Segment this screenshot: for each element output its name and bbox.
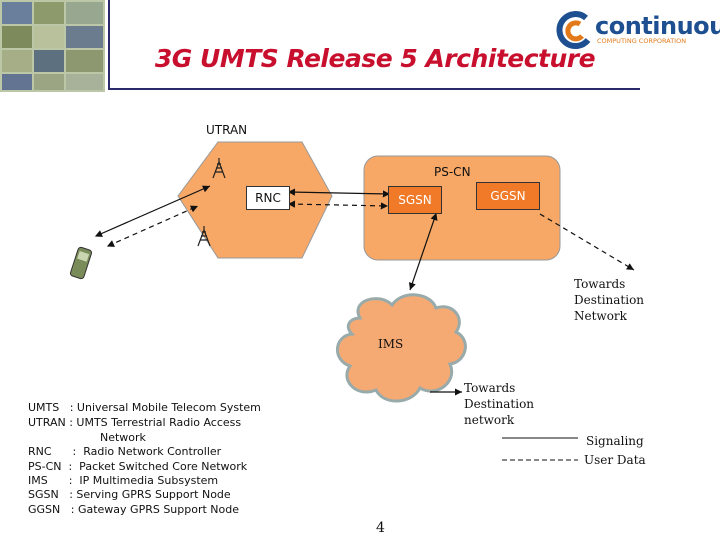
utran-label: UTRAN: [206, 123, 248, 137]
rnc-node: RNC: [246, 186, 290, 210]
legend-signaling-label: Signaling: [586, 434, 644, 448]
corner-mosaic-image: [0, 0, 105, 92]
logo-mark: [556, 10, 596, 50]
ims-label: IMS: [378, 337, 404, 351]
mobile-phone-icon: [69, 246, 93, 280]
glossary-panel: UMTS : Universal Mobile Telecom System U…: [18, 384, 290, 524]
rnc-label: RNC: [255, 191, 281, 205]
pscn-label: PS-CN: [434, 165, 471, 179]
slide-title: 3G UMTS Release 5 Architecture: [154, 44, 596, 73]
towards-destination-network-2: Towards Destination network: [464, 381, 535, 427]
legend-user-data-label: User Data: [584, 453, 646, 467]
ggsn-node: GGSN: [476, 182, 540, 210]
glossary-pscn: PS-CN : Packet Switched Core Network: [28, 460, 248, 473]
sgsn-label: SGSN: [398, 193, 432, 207]
logo-subtitle: COMPUTING CORPORATION: [597, 37, 687, 45]
glossary-ggsn: GGSN : Gateway GPRS Support Node: [28, 503, 240, 516]
sgsn-node: SGSN: [388, 186, 442, 214]
glossary-utran-cont: Network: [100, 431, 146, 444]
title-underline: [110, 88, 640, 90]
glossary-rnc: RNC : Radio Network Controller: [28, 445, 222, 458]
ims-cloud: [336, 293, 467, 403]
glossary-sgsn: SGSN : Serving GPRS Support Node: [28, 488, 231, 501]
glossary-ims: IMS : IP Multimedia Subsystem: [28, 474, 219, 487]
frame-left-bar: [108, 0, 110, 90]
page-number: 4: [376, 520, 385, 536]
logo-word: continuous: [595, 12, 720, 40]
towards-destination-network-1: Towards Destination Network: [574, 277, 645, 323]
glossary-utran: UTRAN : UMTS Terrestrial Radio Access: [28, 416, 242, 429]
ggsn-label: GGSN: [490, 189, 526, 203]
glossary-umts: UMTS : Universal Mobile Telecom System: [28, 401, 261, 414]
